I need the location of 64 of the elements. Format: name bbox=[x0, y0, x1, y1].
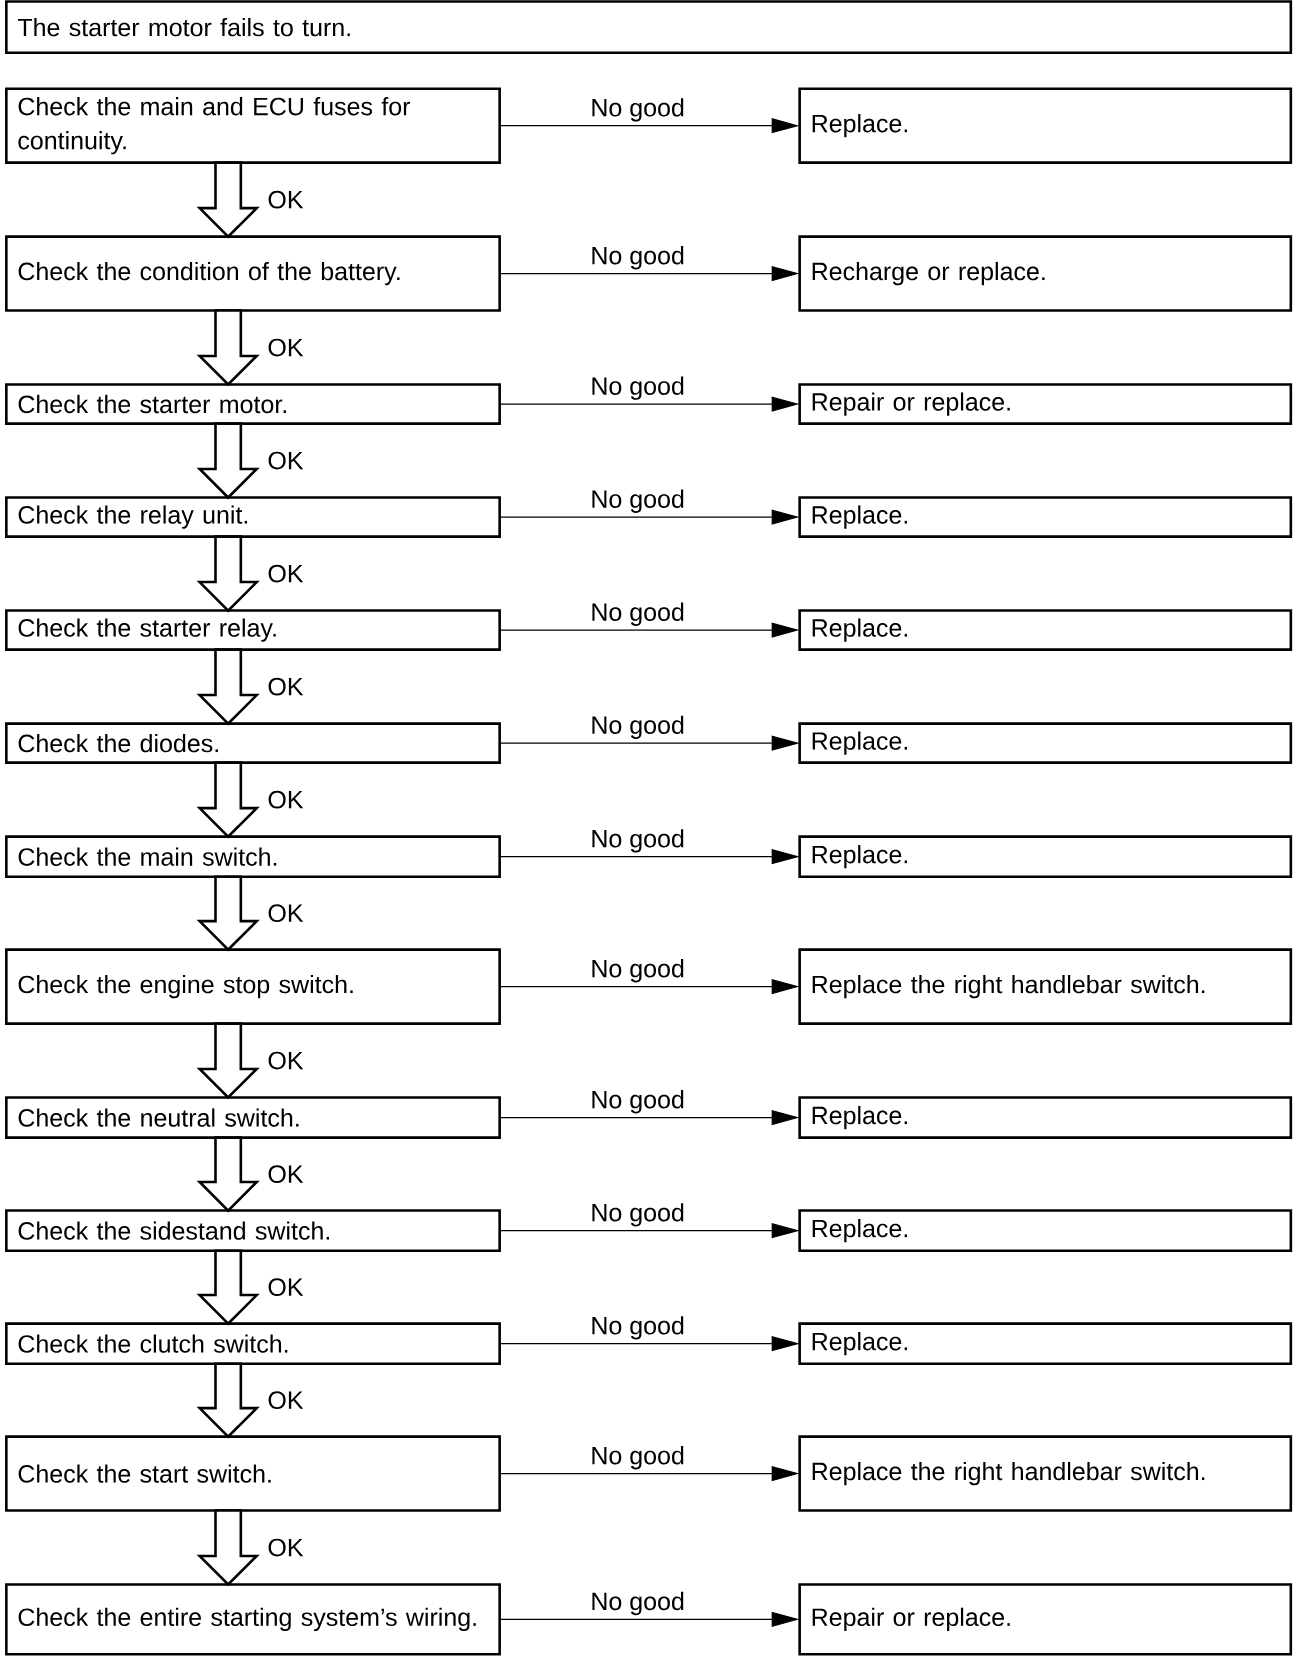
block-arrow bbox=[196, 1136, 260, 1213]
edge-label: No good bbox=[589, 97, 686, 123]
edge-label: OK bbox=[268, 1051, 304, 1070]
edge-label: No good bbox=[589, 1445, 686, 1471]
action-box: Repair or replace. bbox=[798, 1583, 1293, 1656]
edge-label: OK bbox=[268, 904, 304, 923]
check-box: Check the start switch. bbox=[5, 1435, 501, 1512]
check-box: Check the main and ECU fuses for continuity. bbox=[5, 87, 501, 164]
block-arrow bbox=[196, 875, 260, 952]
block-arrow bbox=[196, 648, 260, 726]
action-box: Replace. bbox=[798, 722, 1293, 764]
edge-label: OK bbox=[268, 190, 304, 209]
block-arrow bbox=[196, 761, 260, 839]
check-box: Check the diodes. bbox=[5, 722, 501, 764]
title-box: The starter motor fails to turn. bbox=[5, 0, 1293, 55]
edge-label: OK bbox=[268, 677, 304, 696]
check-box: Check the clutch switch. bbox=[5, 1322, 501, 1366]
block-arrow bbox=[196, 1509, 260, 1587]
action-box: Replace. bbox=[798, 1209, 1293, 1252]
edge-label: No good bbox=[589, 1089, 686, 1115]
action-box: Replace. bbox=[798, 1322, 1293, 1366]
edge-label: No good bbox=[589, 488, 686, 514]
edge-label: OK bbox=[268, 1278, 304, 1296]
edge-label: No good bbox=[589, 1202, 686, 1228]
edge-label: No good bbox=[589, 601, 686, 627]
edge-label: OK bbox=[268, 564, 304, 583]
edge-label: OK bbox=[268, 1538, 304, 1557]
block-arrow bbox=[196, 422, 260, 500]
check-box: Check the relay unit. bbox=[5, 496, 501, 538]
edge-label: OK bbox=[268, 1391, 304, 1410]
edge-label: OK bbox=[268, 451, 304, 470]
action-box: Recharge or replace. bbox=[798, 235, 1293, 312]
edge-label: No good bbox=[589, 245, 686, 271]
edge-label: No good bbox=[589, 958, 686, 984]
edge-label: OK bbox=[268, 790, 304, 809]
edge-label: OK bbox=[268, 338, 304, 357]
check-box: Check the condition of the battery. bbox=[5, 235, 501, 312]
check-box: Check the sidestand switch. bbox=[5, 1209, 501, 1252]
action-box: Replace. bbox=[798, 1096, 1293, 1139]
block-arrow bbox=[196, 1022, 260, 1100]
check-box: Check the main switch. bbox=[5, 835, 501, 879]
block-arrow bbox=[196, 535, 260, 613]
check-box: Check the starter motor. bbox=[5, 383, 501, 425]
edge-label: No good bbox=[589, 828, 686, 854]
block-arrow bbox=[196, 1362, 260, 1439]
action-box: Replace. bbox=[798, 835, 1293, 879]
block-arrow bbox=[196, 309, 260, 387]
action-box: Replace. bbox=[798, 496, 1293, 538]
edge-label: OK bbox=[268, 1165, 304, 1183]
check-box: Check the starter relay. bbox=[5, 609, 501, 651]
action-box: Replace the right handlebar switch. bbox=[798, 1435, 1293, 1512]
block-arrow bbox=[196, 161, 260, 239]
action-box: Repair or replace. bbox=[798, 383, 1293, 425]
block-arrow bbox=[196, 1249, 260, 1326]
action-box: Replace. bbox=[798, 87, 1293, 164]
check-box: Check the engine stop switch. bbox=[5, 948, 501, 1025]
edge-label: No good bbox=[589, 375, 686, 401]
action-box: Replace the right handlebar switch. bbox=[798, 948, 1293, 1025]
edge-label: No good bbox=[589, 714, 686, 740]
action-box: Replace. bbox=[798, 609, 1293, 651]
check-box: Check the neutral switch. bbox=[5, 1096, 501, 1139]
edge-label: No good bbox=[589, 1315, 686, 1341]
edge-label: No good bbox=[589, 1590, 686, 1617]
check-box: Check the entire starting system’s wiring. bbox=[5, 1583, 501, 1656]
